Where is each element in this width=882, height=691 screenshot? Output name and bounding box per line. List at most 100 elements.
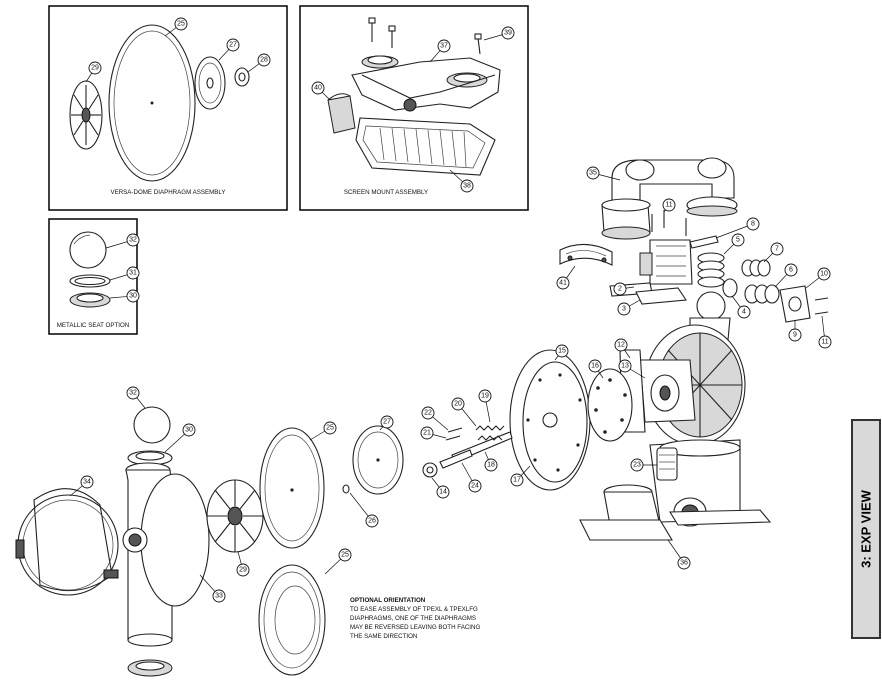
svg-text:32: 32 (129, 237, 137, 244)
svg-text:24: 24 (471, 483, 479, 490)
callout-18: 18 (484, 458, 498, 472)
screen-mount-panel (299, 5, 529, 211)
svg-text:41: 41 (559, 280, 567, 287)
callout-7: 7 (770, 242, 784, 256)
callout-5: 5 (731, 233, 745, 247)
svg-text:5: 5 (736, 237, 740, 244)
callout-41: 41 (556, 276, 570, 290)
callout-32: 32 (126, 386, 140, 400)
callout-36: 36 (677, 556, 691, 570)
callout-21: 21 (420, 426, 434, 440)
note-line: MAY BE REVERSED LEAVING BOTH FACING (350, 624, 480, 631)
svg-text:39: 39 (504, 30, 512, 37)
callout-11: 11 (662, 198, 676, 212)
optional-orientation-note: OPTIONAL ORIENTATION TO EASE ASSEMBLY OF… (350, 597, 480, 640)
svg-text:22: 22 (424, 410, 432, 417)
note-line: DIAPHRAGMS, ONE OF THE DIAPHRAGMS (350, 615, 476, 622)
callout-2: 2 (613, 282, 627, 296)
callout-4: 4 (737, 305, 751, 319)
callout-17: 17 (510, 473, 524, 487)
callout-39: 39 (501, 26, 515, 40)
air-valve-assembly (559, 235, 829, 323)
callout-27: 27 (226, 38, 240, 52)
svg-text:11: 11 (821, 339, 828, 346)
svg-text:3: 3 (622, 306, 626, 313)
callout-24: 24 (468, 479, 482, 493)
callout-19: 19 (478, 389, 492, 403)
svg-text:29: 29 (239, 567, 247, 574)
svg-text:25: 25 (177, 21, 185, 28)
svg-text:30: 30 (185, 427, 193, 434)
svg-text:21: 21 (423, 430, 431, 437)
callout-26: 26 (365, 514, 379, 528)
svg-text:29: 29 (91, 65, 99, 72)
metallic-seat-parts (69, 231, 111, 308)
versa-dome-panel (48, 5, 288, 211)
callout-25: 25 (323, 421, 337, 435)
note-line: TO EASE ASSEMBLY OF TPEXL & TPEXLFG (350, 606, 478, 613)
screen-mount-caption: SCREEN MOUNT ASSEMBLY (344, 189, 428, 196)
svg-text:14: 14 (439, 489, 447, 496)
svg-text:8: 8 (751, 221, 755, 228)
section-tab-label: 3: EXP VIEW (858, 490, 874, 568)
svg-text:9: 9 (793, 332, 797, 339)
callout-30: 30 (182, 423, 196, 437)
svg-text:7: 7 (775, 246, 779, 253)
discharge-manifold (601, 157, 738, 240)
callout-14: 14 (436, 485, 450, 499)
callout-31: 31 (126, 266, 140, 280)
center-section-parts (422, 349, 633, 491)
callouts: 25 27 28 29 37 39 40 38 32 31 30 35 11 8… (80, 17, 832, 603)
callout-37: 37 (437, 39, 451, 53)
screen-mount-parts (327, 17, 501, 176)
svg-text:16: 16 (591, 363, 599, 370)
callout-30: 30 (126, 289, 140, 303)
section-tab[interactable]: 3: EXP VIEW (851, 419, 881, 639)
svg-text:2: 2 (618, 286, 622, 293)
svg-text:35: 35 (589, 170, 597, 177)
pump-body (579, 291, 772, 541)
svg-text:27: 27 (383, 419, 391, 426)
versa-dome-caption: VERSA-DOME DIAPHRAGM ASSEMBLY (110, 189, 225, 196)
svg-text:31: 31 (129, 270, 137, 277)
svg-text:32: 32 (129, 390, 137, 397)
svg-text:12: 12 (617, 342, 625, 349)
svg-text:38: 38 (463, 183, 471, 190)
callout-13: 13 (618, 359, 632, 373)
callout-6: 6 (784, 263, 798, 277)
callout-15: 15 (555, 344, 569, 358)
svg-text:34: 34 (83, 479, 91, 486)
svg-text:33: 33 (215, 593, 223, 600)
svg-text:13: 13 (621, 363, 629, 370)
svg-text:25: 25 (341, 552, 349, 559)
callout-16: 16 (588, 359, 602, 373)
versa-dome-parts (69, 24, 250, 182)
callout-12: 12 (614, 338, 628, 352)
callout-20: 20 (451, 397, 465, 411)
callout-33: 33 (212, 589, 226, 603)
callout-8: 8 (746, 217, 760, 231)
svg-text:19: 19 (481, 393, 489, 400)
callout-27: 27 (380, 415, 394, 429)
callout-10: 10 (817, 267, 831, 281)
callout-29: 29 (88, 61, 102, 75)
svg-text:25: 25 (326, 425, 334, 432)
callout-25: 25 (174, 17, 188, 31)
svg-text:4: 4 (742, 309, 746, 316)
svg-text:40: 40 (314, 85, 322, 92)
svg-text:27: 27 (229, 42, 237, 49)
note-title: OPTIONAL ORIENTATION (350, 597, 426, 604)
svg-text:20: 20 (454, 401, 462, 408)
callout-22: 22 (421, 406, 435, 420)
svg-text:6: 6 (789, 267, 793, 274)
callout-34: 34 (80, 475, 94, 489)
svg-text:10: 10 (820, 271, 828, 278)
svg-text:17: 17 (513, 477, 521, 484)
svg-text:28: 28 (260, 57, 268, 64)
svg-text:11: 11 (665, 202, 672, 209)
callout-38: 38 (460, 179, 474, 193)
svg-text:18: 18 (487, 462, 495, 469)
callout-23: 23 (630, 458, 644, 472)
svg-text:15: 15 (558, 348, 566, 355)
